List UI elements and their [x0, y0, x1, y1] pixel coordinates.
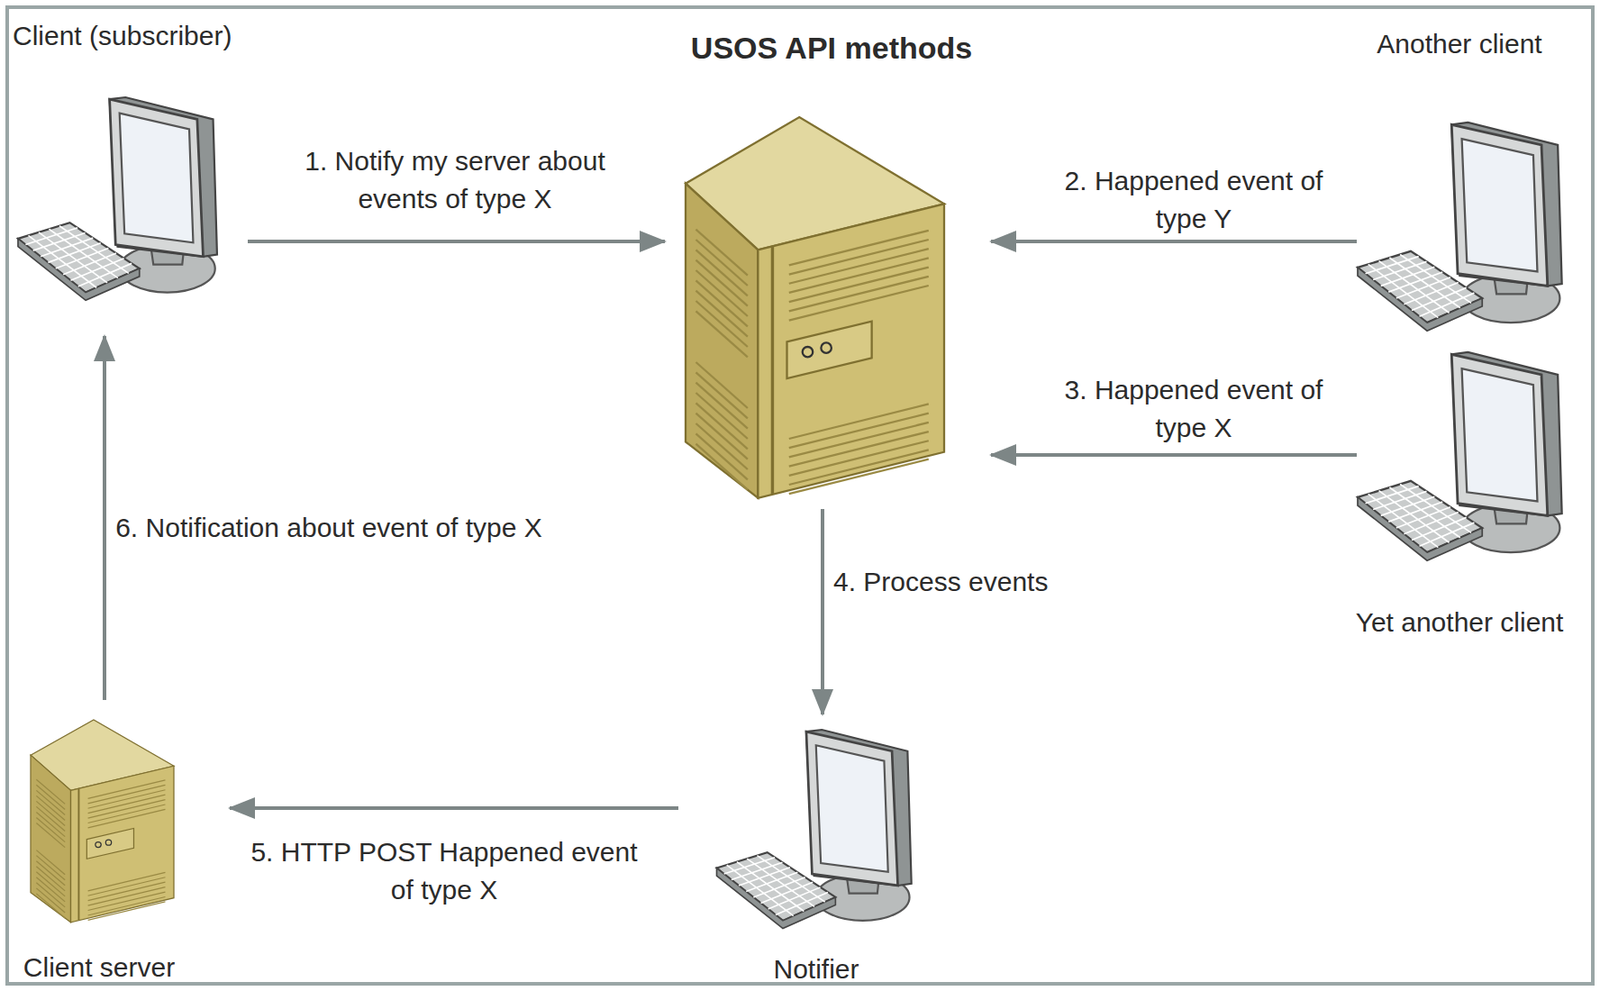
monitor-screen	[1462, 368, 1538, 501]
server-vents	[695, 229, 928, 495]
keyboard-edge	[18, 238, 140, 300]
monitor-back	[806, 729, 912, 886]
arrow-connector	[247, 239, 665, 244]
edge-label: 5. HTTP POST Happened event of type X	[245, 833, 643, 910]
computer-icon	[15, 97, 230, 307]
arrow-connector	[990, 453, 1357, 457]
server-side	[685, 183, 758, 499]
server-side	[30, 754, 72, 923]
monitor-back	[109, 97, 218, 257]
server-node: Client server	[30, 719, 174, 924]
server-panel	[787, 321, 873, 379]
node-label: Notifier	[772, 953, 859, 986]
server-node: USOS API methods	[685, 117, 945, 500]
computer-node: Client (subscriber)	[15, 97, 230, 307]
server-button	[802, 346, 813, 357]
node-label: Another client	[1376, 27, 1542, 61]
server-door-edge	[771, 246, 774, 494]
keyboard-edge	[1357, 267, 1482, 331]
diagram-heading: USOS API methods	[690, 29, 973, 67]
server-front	[757, 203, 945, 498]
monitor-back	[1451, 122, 1562, 286]
node-label: Client (subscriber)	[12, 19, 232, 53]
server-vents	[36, 779, 165, 920]
server-button	[820, 342, 831, 353]
arrow-connector	[820, 509, 825, 715]
computer-node: Another client	[1357, 122, 1573, 337]
computer-icon	[714, 729, 924, 935]
keyboard-keys	[1365, 483, 1475, 547]
computer-icon	[1357, 352, 1573, 567]
computer-node: Yet another client	[1357, 352, 1573, 567]
arrow-connector	[102, 336, 107, 700]
keyboard-edge	[717, 867, 837, 928]
keyboard-keys	[1365, 254, 1475, 318]
server-icon	[685, 117, 945, 500]
server-icon	[30, 719, 174, 924]
server-front	[71, 765, 174, 923]
server-door-edge	[77, 789, 80, 921]
edge-label: 6. Notification about event of type X	[112, 509, 546, 547]
computer-node: Notifier	[714, 729, 924, 935]
keyboard-keys	[25, 226, 132, 288]
server-panel	[86, 828, 134, 860]
edge-label: 4. Process events	[833, 563, 1095, 601]
edge-label: 3. Happened event of type X	[1049, 371, 1338, 447]
monitor-frame	[806, 731, 899, 886]
node-label: Yet another client	[1355, 606, 1564, 639]
keyboard-keys	[724, 855, 828, 917]
server-button	[105, 839, 111, 846]
frame-border	[7, 7, 1593, 984]
computer-icon	[1357, 122, 1573, 337]
monitor-screen	[119, 113, 194, 244]
monitor-frame	[1451, 354, 1548, 516]
node-label: Client server	[23, 951, 175, 984]
arrow-connector	[229, 806, 679, 810]
edge-label: 1. Notify my server about events of type…	[288, 142, 622, 219]
edge-label: 2. Happened event of type Y	[1049, 162, 1338, 238]
monitor-screen	[816, 745, 889, 873]
keyboard-edge	[1357, 497, 1482, 561]
arrow-connector	[990, 239, 1357, 244]
monitor-back	[1451, 352, 1562, 516]
monitor-frame	[109, 99, 204, 257]
monitor-frame	[1451, 124, 1548, 286]
monitor-screen	[1462, 138, 1538, 272]
server-button	[95, 842, 101, 848]
